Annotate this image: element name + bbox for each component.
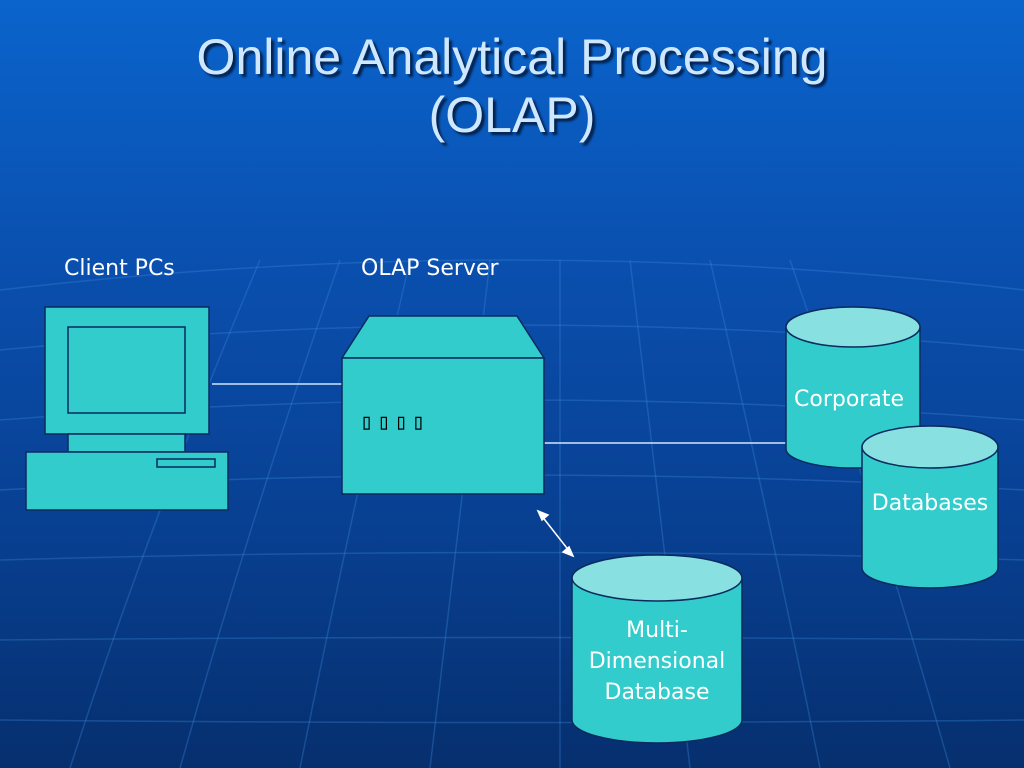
title-line-2: (OLAP)	[428, 87, 596, 143]
title-line-1: Online Analytical Processing	[196, 29, 828, 85]
mddb-label: Multi- Dimensional Database	[572, 615, 742, 708]
multidimensional-database-icon	[571, 554, 743, 744]
olap-server-label: OLAP Server	[361, 256, 499, 281]
mddb-label-line-1: Multi-	[626, 618, 688, 643]
mddb-label-line-2: Dimensional	[588, 649, 726, 674]
databases-label: Databases	[871, 491, 989, 516]
mddb-label-line-3: Database	[604, 680, 710, 705]
client-pc-icon	[25, 306, 229, 511]
databases-cylinder-icon	[861, 425, 999, 589]
client-pcs-label: Client PCs	[64, 256, 175, 281]
server-glyph-text: ▯▯▯▯	[360, 410, 429, 435]
olap-server-icon	[340, 315, 546, 495]
corporate-label: Corporate	[794, 387, 904, 412]
server-mddb-arrow	[536, 509, 575, 558]
slide-title: Online Analytical Processing (OLAP)	[0, 28, 1024, 144]
